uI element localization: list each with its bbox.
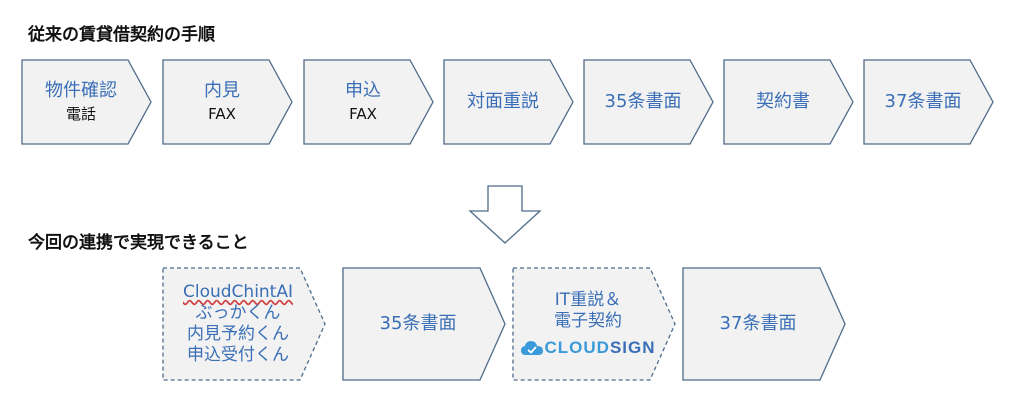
top-step-1-shape — [21, 59, 152, 145]
top-step-6-shape — [723, 59, 854, 145]
bottom-step-2-title: 35条書面 — [379, 312, 457, 334]
top-step-6-title: 契約書 — [756, 90, 810, 112]
denshi-keiyaku-label: 電子契約 — [554, 310, 622, 331]
top-step-6: 契約書 — [724, 60, 842, 144]
naiken-yoyaku-label: 内見予約くん — [187, 324, 289, 344]
top-step-5-shape — [583, 59, 714, 145]
cloudsign-logo: CLOUDSIGN — [520, 337, 655, 358]
top-step-2-sub: FAX — [208, 104, 236, 123]
cloudsign-wordmark: CLOUDSIGN — [544, 338, 656, 358]
bottom-step-4: 37条書面 — [683, 268, 833, 380]
bukkakun-label: ぶっかくん — [195, 302, 281, 323]
top-step-2: 内見 FAX — [163, 60, 281, 144]
down-arrow-icon — [468, 185, 542, 244]
bottom-step-2-shape — [342, 267, 506, 381]
cloud-icon — [521, 340, 544, 355]
top-step-3-sub: FAX — [349, 104, 377, 123]
bottom-step-1-shape — [162, 267, 326, 381]
top-step-5: 35条書面 — [584, 60, 702, 144]
top-step-1: 物件確認 電話 — [22, 60, 140, 144]
top-step-1-title: 物件確認 — [45, 80, 117, 102]
bottom-step-1: CloudChintAI ぶっかくん 内見予約くん 申込受付くん — [163, 268, 313, 380]
heading-traditional: 従来の賃貸借契約の手順 — [28, 25, 215, 45]
top-step-3: 申込 FAX — [304, 60, 422, 144]
bottom-step-4-title: 37条書面 — [719, 312, 797, 334]
top-step-7-shape — [863, 59, 994, 145]
moushikomi-uketsuke-label: 申込受付くん — [187, 345, 289, 366]
top-step-1-sub: 電話 — [65, 104, 96, 123]
top-step-7: 37条書面 — [864, 60, 982, 144]
cloudchint-ai-label: CloudChintAI — [182, 281, 293, 302]
heading-now: 今回の連携で実現できること — [28, 233, 249, 253]
top-step-7-title: 37条書面 — [884, 90, 962, 112]
top-step-5-title: 35条書面 — [604, 90, 682, 112]
top-step-4-title: 対面重説 — [467, 90, 539, 112]
it-juusetsu-label: IT重説＆ — [554, 289, 622, 310]
top-step-4: 対面重説 — [444, 60, 562, 144]
top-step-2-title: 内見 — [204, 80, 240, 102]
top-step-3-shape — [303, 59, 434, 145]
top-step-4-shape — [443, 59, 574, 145]
bottom-step-3: IT重説＆ 電子契約 CLOUDSIGN — [513, 268, 663, 380]
top-step-3-title: 申込 — [345, 80, 381, 102]
bottom-step-2: 35条書面 — [343, 268, 493, 380]
bottom-step-3-shape — [512, 267, 676, 381]
bottom-step-4-shape — [682, 267, 846, 381]
top-step-2-shape — [162, 59, 293, 145]
